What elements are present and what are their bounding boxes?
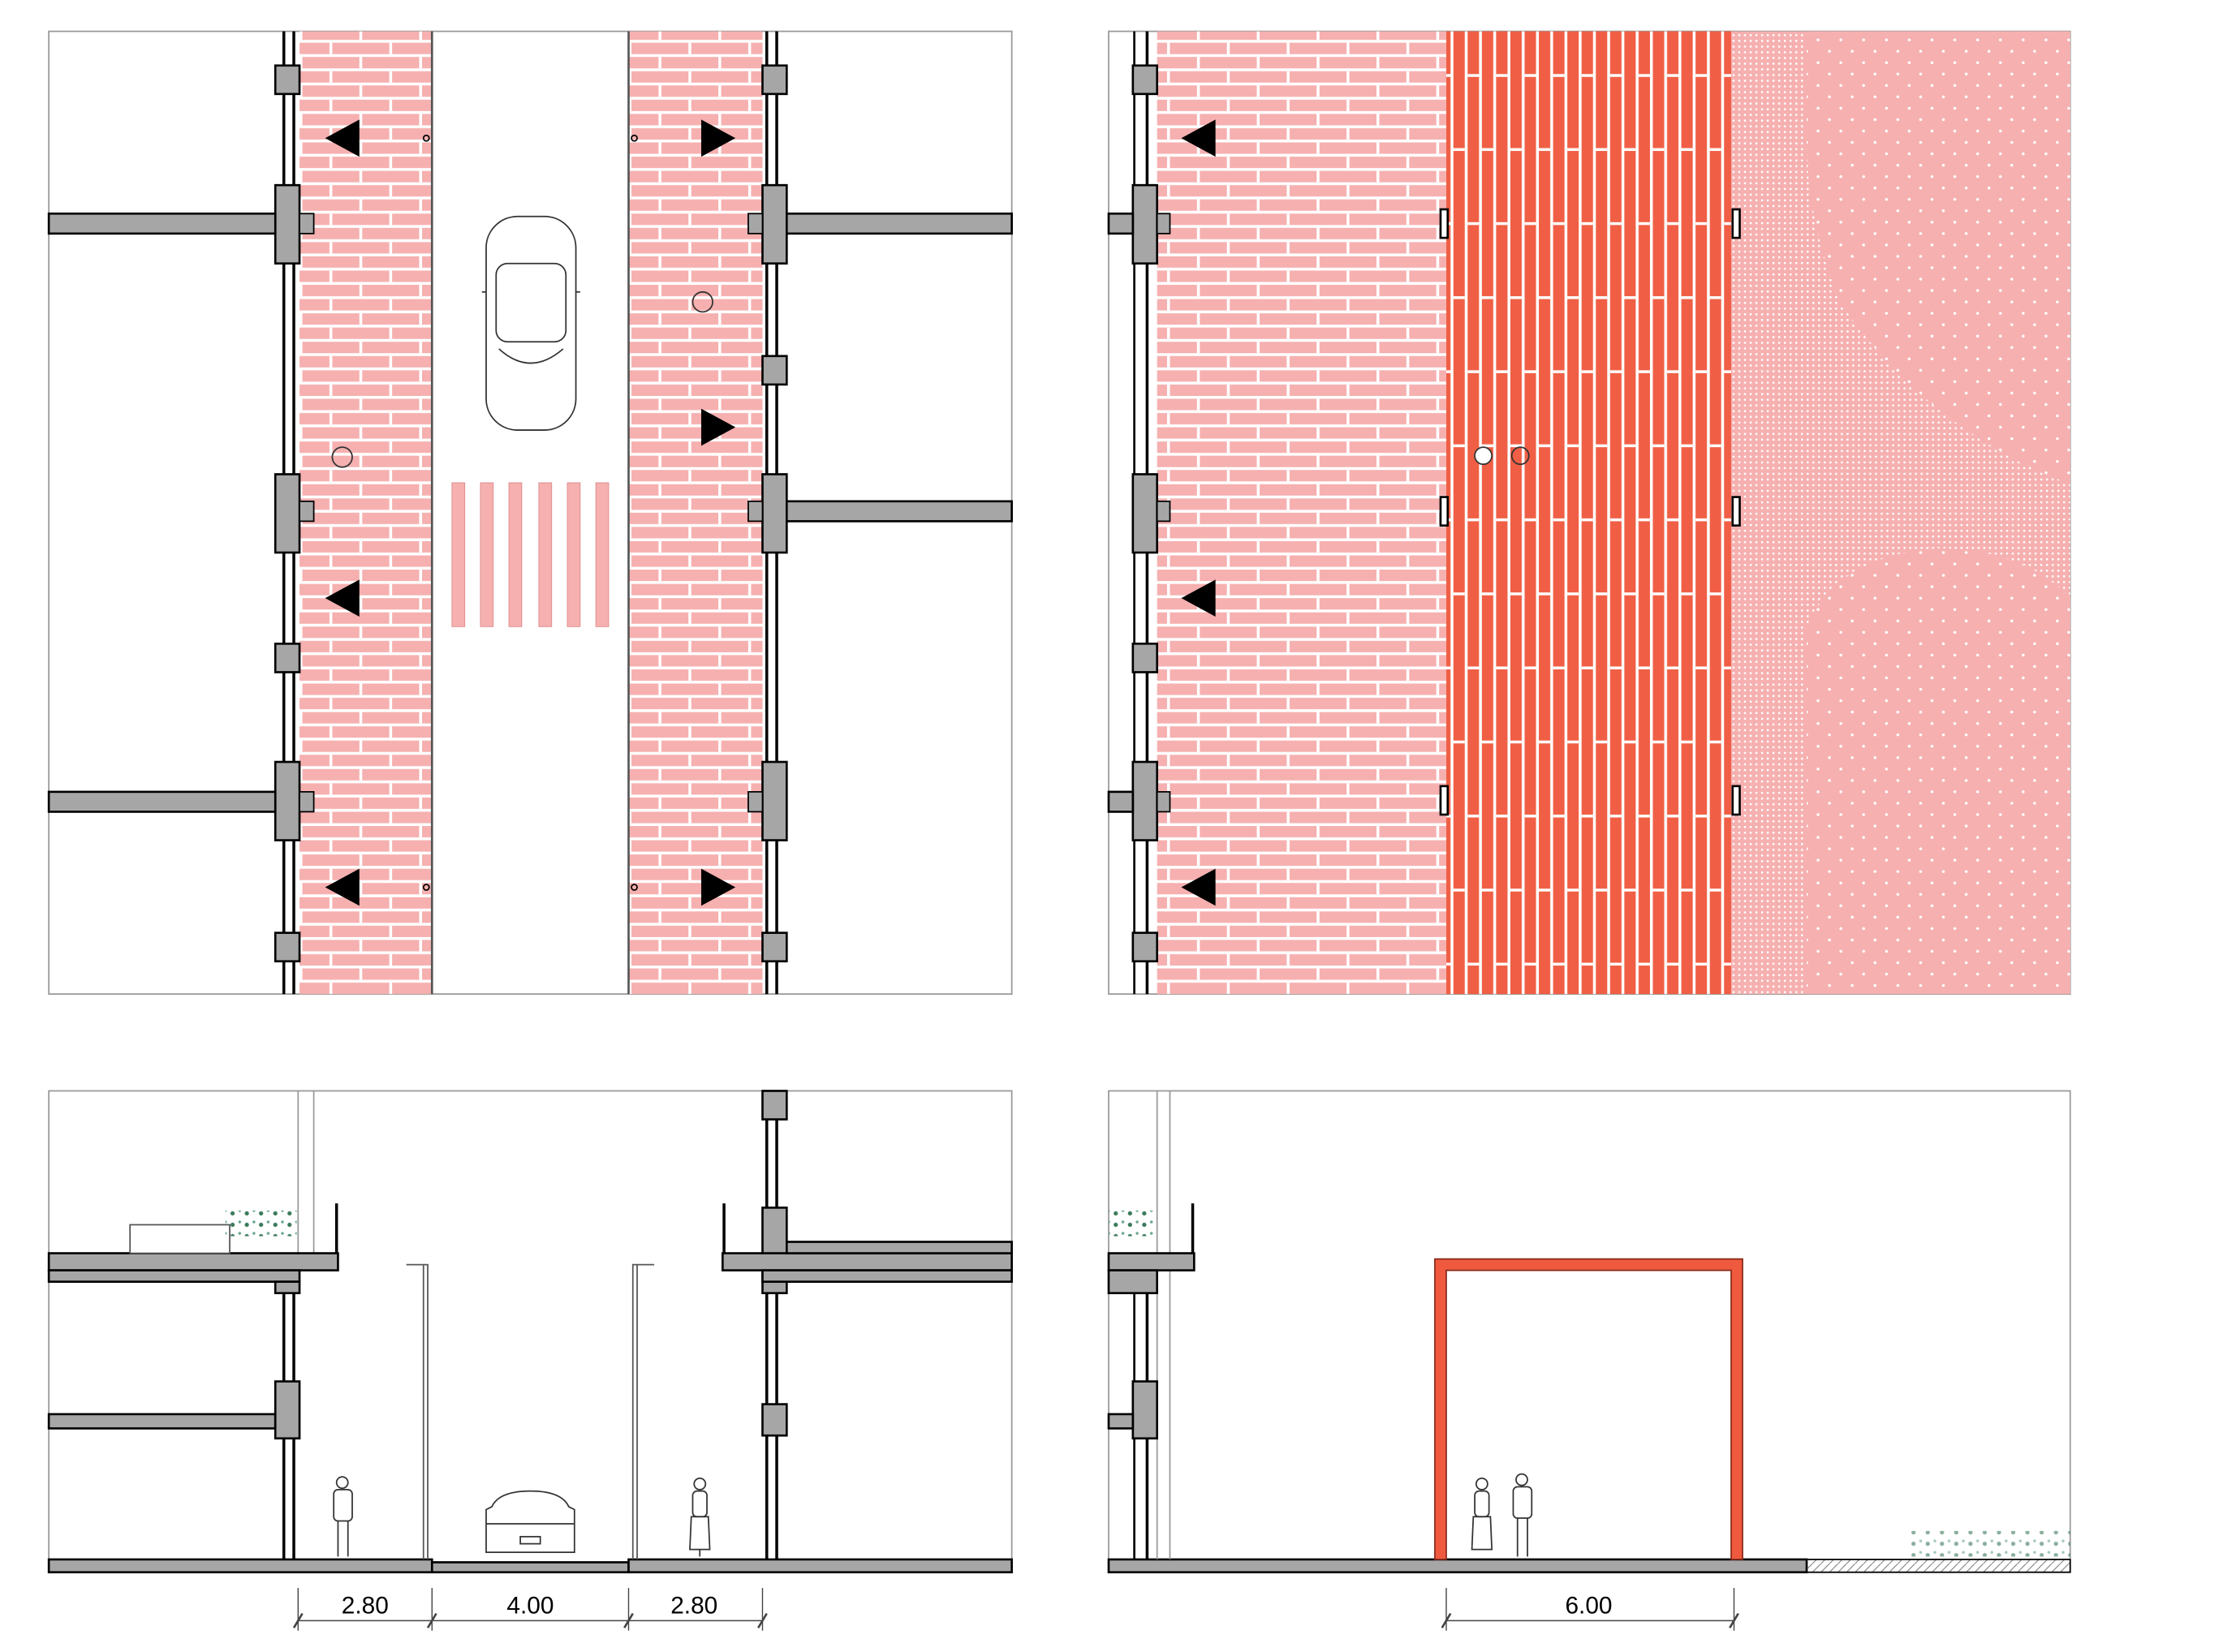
lamp-post-icon	[631, 134, 638, 142]
building-section	[1107, 1091, 1196, 1560]
plants-icon	[225, 1210, 297, 1237]
pedestrian-woman-icon	[689, 1477, 711, 1557]
pedestrian-man-icon	[1512, 1473, 1533, 1557]
left-facade-wall	[47, 31, 315, 995]
pedestrian-icon	[691, 290, 713, 313]
dimension-right-sidewalk: 2.80	[670, 1593, 717, 1620]
brick-sidewalk	[1157, 31, 1446, 995]
direction-right-icon	[701, 868, 736, 906]
direction-left-icon	[325, 579, 360, 617]
right-sidewalk	[628, 31, 763, 995]
pedestrian-man-icon	[333, 1476, 353, 1557]
section-frame	[1108, 1090, 2071, 1573]
section-frame	[48, 1090, 1013, 1573]
left-sidewalk-ground	[47, 1558, 433, 1574]
pedestrian-icon	[1510, 446, 1530, 466]
dimension-line	[1441, 1588, 1739, 1631]
road-ground	[430, 1561, 630, 1574]
street-lamp-icon	[406, 1263, 429, 1560]
pedestrian-woman-icon	[1471, 1477, 1493, 1551]
planter-box	[129, 1224, 230, 1254]
planting-area	[1807, 548, 2070, 995]
facade-wall	[1107, 31, 1171, 995]
section-proposed-street: 6.00	[1107, 1090, 2071, 1631]
right-sidewalk-ground	[627, 1558, 1013, 1574]
direction-left-icon	[325, 868, 360, 906]
direction-left-icon	[325, 119, 360, 157]
lamp-post-icon	[631, 884, 638, 891]
car-front-view-icon	[485, 1490, 575, 1554]
dimension-left-sidewalk: 2.80	[342, 1593, 389, 1620]
right-facade-wall	[747, 31, 1013, 995]
lamp-post-icon	[422, 134, 430, 142]
dimension-line	[292, 1588, 768, 1631]
red-portal-frame	[1434, 1258, 1743, 1560]
right-building-section	[722, 1090, 1013, 1560]
plan-existing-street	[47, 30, 1013, 995]
crosswalk	[451, 482, 610, 627]
direction-right-icon	[701, 119, 736, 157]
direction-left-icon	[1181, 868, 1216, 906]
direction-left-icon	[1181, 119, 1216, 157]
direction-right-icon	[701, 408, 736, 446]
section-existing-street: 2.80 4.00 2.80	[47, 1090, 1013, 1631]
left-sidewalk	[299, 31, 433, 995]
dimension-portal-width: 6.00	[1565, 1593, 1612, 1620]
car-top-view-icon	[481, 215, 580, 431]
dimension-road: 4.00	[506, 1593, 554, 1620]
planting-area	[1807, 31, 2070, 484]
direction-left-icon	[1181, 579, 1216, 617]
frame-columns	[1439, 208, 1741, 816]
plants-icon	[1108, 1210, 1155, 1237]
street-lamp-icon	[631, 1263, 655, 1560]
pedestrian-icon	[1474, 446, 1493, 466]
red-brick-walkway	[1445, 31, 1731, 995]
plants-icon	[1909, 1530, 2070, 1557]
left-building-section	[47, 1091, 339, 1560]
pedestrian-icon	[331, 446, 353, 468]
planting-ground	[1806, 1559, 2071, 1573]
lamp-post-icon	[422, 884, 430, 891]
ground	[1107, 1558, 1808, 1574]
plan-proposed-street	[1107, 30, 2071, 995]
